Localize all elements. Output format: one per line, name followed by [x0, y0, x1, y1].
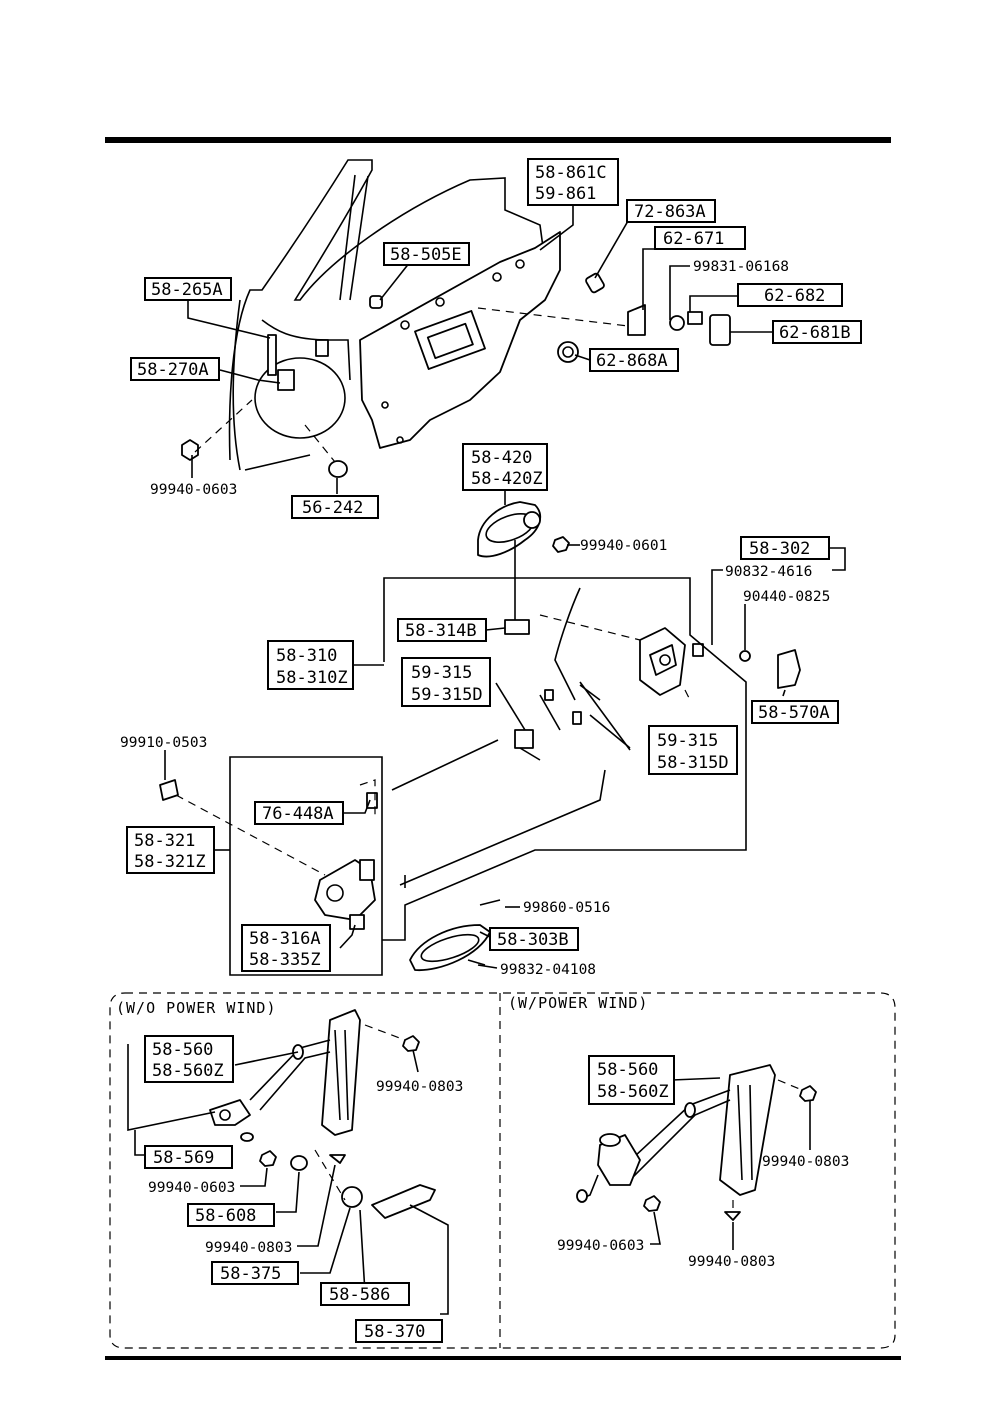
label-box-58-560-right [588, 1055, 675, 1105]
label-58-586: 58-586 [329, 1285, 390, 1305]
label-90440-0825: 90440-0825 [743, 589, 830, 605]
label-76-448a: 76-448A [262, 804, 334, 824]
label-58-316a: 58-316A [249, 929, 321, 949]
section-title-with-power-window: (W/POWER WIND) [508, 994, 648, 1012]
label-99910-0503: 99910-0503 [120, 735, 207, 751]
label-58-560-right: 58-560 [597, 1060, 658, 1080]
lock-mechanism-drawing [159, 501, 801, 971]
label-62-671: 62-671 [663, 229, 724, 249]
label-58-310: 58-310 [276, 646, 337, 666]
label-box-58-375 [211, 1261, 299, 1285]
label-58-560z-right: 58-560Z [597, 1082, 669, 1102]
label-99832-04108: 99832-04108 [500, 962, 596, 978]
label-62-868a: 62-868A [596, 351, 668, 371]
label-box-62-682 [737, 283, 843, 307]
label-58-569: 58-569 [153, 1148, 214, 1168]
bottom-rule [105, 1356, 901, 1360]
label-box-59-315-upper [401, 657, 491, 707]
label-58-321z: 58-321Z [134, 852, 206, 872]
label-box-58-314b [397, 618, 487, 642]
label-58-420: 58-420 [471, 448, 532, 468]
upper-small-parts [181, 272, 731, 478]
label-58-265a: 58-265A [151, 280, 223, 300]
label-box-58-321 [126, 826, 215, 874]
label-58-420z: 58-420Z [471, 469, 543, 489]
label-99860-0516: 99860-0516 [523, 900, 610, 916]
label-box-58-505e [383, 242, 470, 266]
label-box-58-310 [267, 640, 354, 690]
label-58-375: 58-375 [220, 1264, 281, 1284]
label-90832-4616: 90832-4616 [725, 564, 812, 580]
leader-lines [127, 205, 846, 1315]
label-58-270a: 58-270A [137, 360, 209, 380]
label-box-58-302 [740, 536, 830, 560]
label-99940-0803-left-1: 99940-0803 [376, 1079, 463, 1095]
regulator-section-frame [109, 992, 896, 1349]
label-99940-0803-right-1: 99940-0803 [762, 1154, 849, 1170]
label-58-310z: 58-310Z [276, 668, 348, 688]
section-title-without-power-window: (W/O POWER WIND) [116, 999, 277, 1017]
group-brackets [214, 577, 747, 976]
label-99831-06168: 99831-06168 [693, 259, 789, 275]
top-rule [105, 137, 891, 143]
label-box-58-370 [355, 1319, 443, 1343]
label-box-58-265a [144, 277, 232, 301]
label-56-242: 56-242 [302, 498, 363, 518]
label-58-370: 58-370 [364, 1322, 425, 1342]
label-58-314b: 58-314B [405, 621, 477, 641]
label-box-56-242 [291, 495, 379, 519]
label-99940-0603-left: 99940-0603 [148, 1180, 235, 1196]
label-box-58-316a [241, 924, 331, 972]
label-box-58-608 [187, 1203, 275, 1227]
label-box-58-569 [144, 1145, 233, 1169]
label-99940-0603-right: 99940-0603 [557, 1238, 644, 1254]
label-box-58-270a [130, 357, 220, 381]
label-62-681b: 62-681B [779, 323, 851, 343]
label-box-58-560-left [144, 1035, 234, 1083]
door-shell-drawing [228, 159, 546, 471]
label-99940-0803-left-2: 99940-0803 [205, 1240, 292, 1256]
label-58-570a: 58-570A [758, 703, 830, 723]
label-99940-0603-upper: 99940-0603 [150, 482, 237, 498]
label-58-560z-left: 58-560Z [152, 1061, 224, 1081]
label-box-58-570a [751, 700, 839, 724]
label-72-863a: 72-863A [634, 202, 706, 222]
label-58-608: 58-608 [195, 1206, 256, 1226]
label-box-62-681b [772, 320, 862, 344]
label-59-861: 59-861 [535, 184, 596, 204]
label-58-321: 58-321 [134, 831, 195, 851]
label-box-58-586 [320, 1282, 410, 1306]
label-box-58-420 [462, 443, 548, 491]
label-59-315-lower: 59-315 [657, 731, 718, 751]
label-58-861c: 58-861C [535, 163, 607, 183]
label-box-76-448a [254, 801, 344, 825]
power-regulator-drawing [576, 1064, 817, 1221]
door-inner-panel [359, 231, 561, 449]
label-box-58-303b [489, 927, 579, 951]
label-59-315d: 59-315D [411, 685, 483, 705]
label-58-302: 58-302 [749, 539, 810, 559]
label-box-59-315-lower [648, 725, 738, 775]
label-58-335z: 58-335Z [249, 950, 321, 970]
label-58-303b: 58-303B [497, 930, 569, 950]
label-58-560-left: 58-560 [152, 1040, 213, 1060]
label-box-62-671 [654, 226, 746, 250]
label-box-72-863a [626, 199, 716, 223]
label-99940-0601: 99940-0601 [580, 538, 667, 554]
label-62-682: 62-682 [764, 286, 825, 306]
label-59-315-upper: 59-315 [411, 663, 472, 683]
label-box-58-861c [527, 158, 619, 206]
label-box-62-868a [589, 348, 679, 372]
label-58-315d: 58-315D [657, 753, 729, 773]
label-99940-0803-right-2: 99940-0803 [688, 1254, 775, 1270]
label-58-505e: 58-505E [390, 245, 462, 265]
